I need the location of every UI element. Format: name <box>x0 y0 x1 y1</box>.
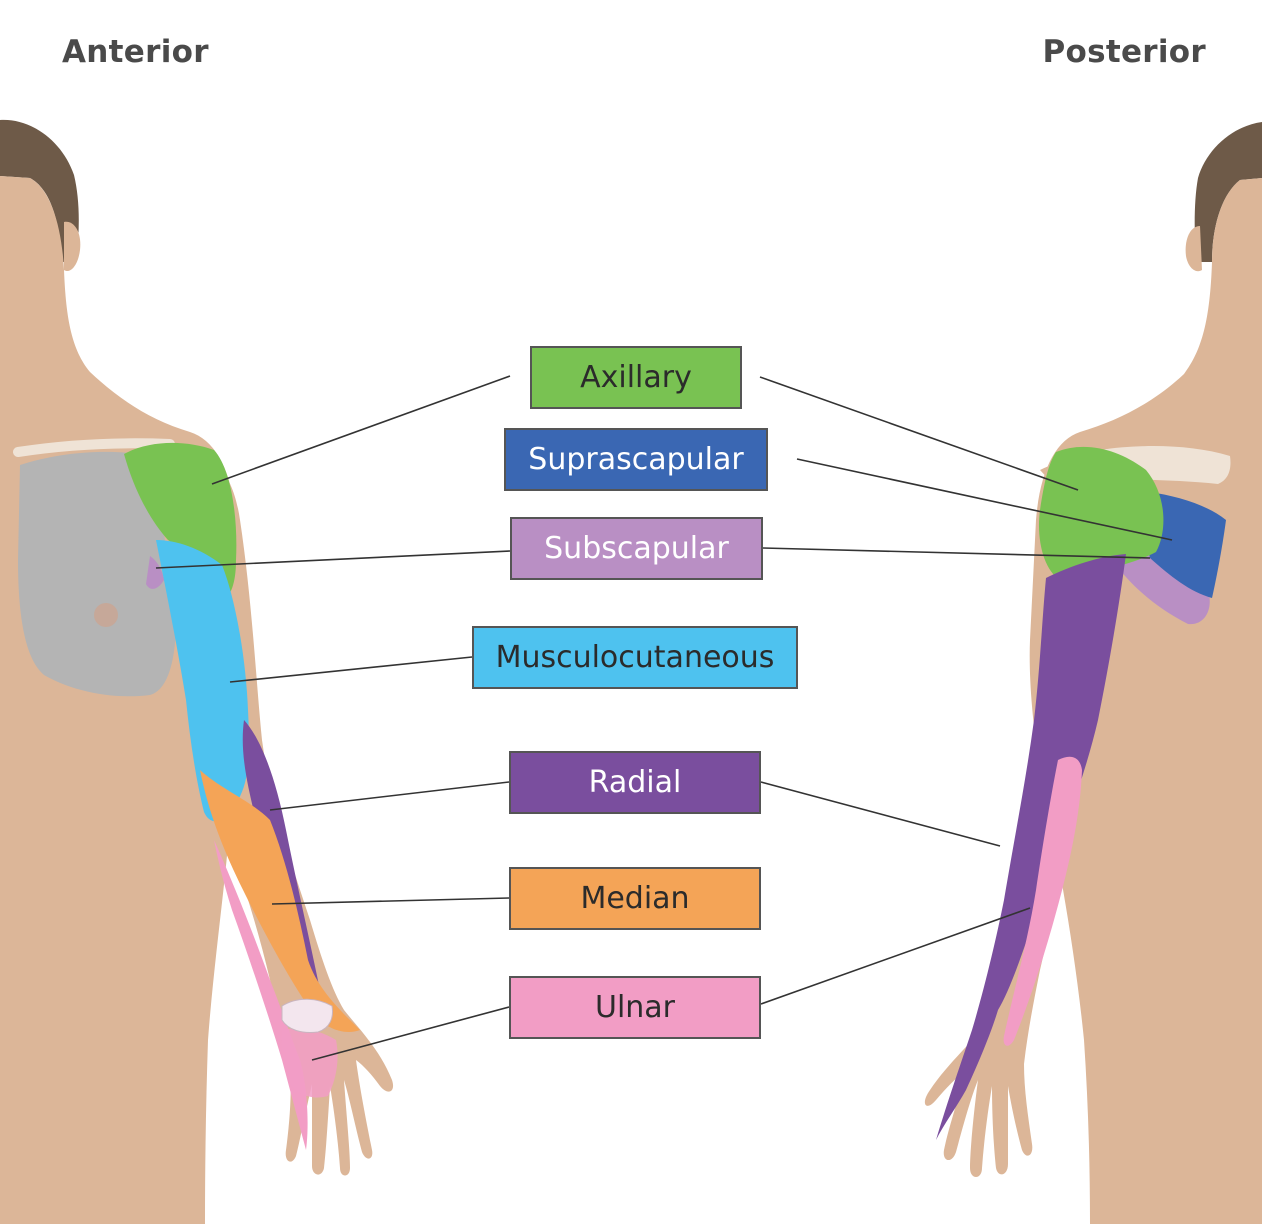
radial-label: Radial <box>509 751 761 814</box>
leader-radial-posterior <box>761 782 1000 846</box>
leader-median-anterior <box>272 898 509 904</box>
radial-label-text: Radial <box>589 765 682 800</box>
posterior-title: Posterior <box>1042 34 1206 70</box>
leader-axillary-posterior <box>760 377 1078 490</box>
anterior-title: Anterior <box>62 34 209 70</box>
posterior-figure <box>760 122 1262 1224</box>
anterior-figure <box>0 120 510 1224</box>
axillary-label: Axillary <box>530 346 742 409</box>
posterior-ear <box>1186 226 1202 271</box>
subscapular-label-text: Subscapular <box>544 531 729 566</box>
musculocutaneous-label-text: Musculocutaneous <box>496 640 775 675</box>
suprascapular-label-text: Suprascapular <box>528 442 743 477</box>
anterior-nipple <box>94 603 118 627</box>
anterior-wrist-retinaculum <box>282 999 332 1032</box>
subscapular-label: Subscapular <box>510 517 763 580</box>
suprascapular-label: Suprascapular <box>504 428 768 491</box>
median-label: Median <box>509 867 761 930</box>
ulnar-label: Ulnar <box>509 976 761 1039</box>
leader-axillary-anterior <box>212 376 510 484</box>
leader-musculocutaneous-anterior <box>230 657 472 682</box>
ulnar-label-text: Ulnar <box>595 990 675 1025</box>
musculocutaneous-label: Musculocutaneous <box>472 626 798 689</box>
median-label-text: Median <box>580 881 689 916</box>
leader-radial-anterior <box>270 782 509 810</box>
axillary-label-text: Axillary <box>580 360 692 395</box>
